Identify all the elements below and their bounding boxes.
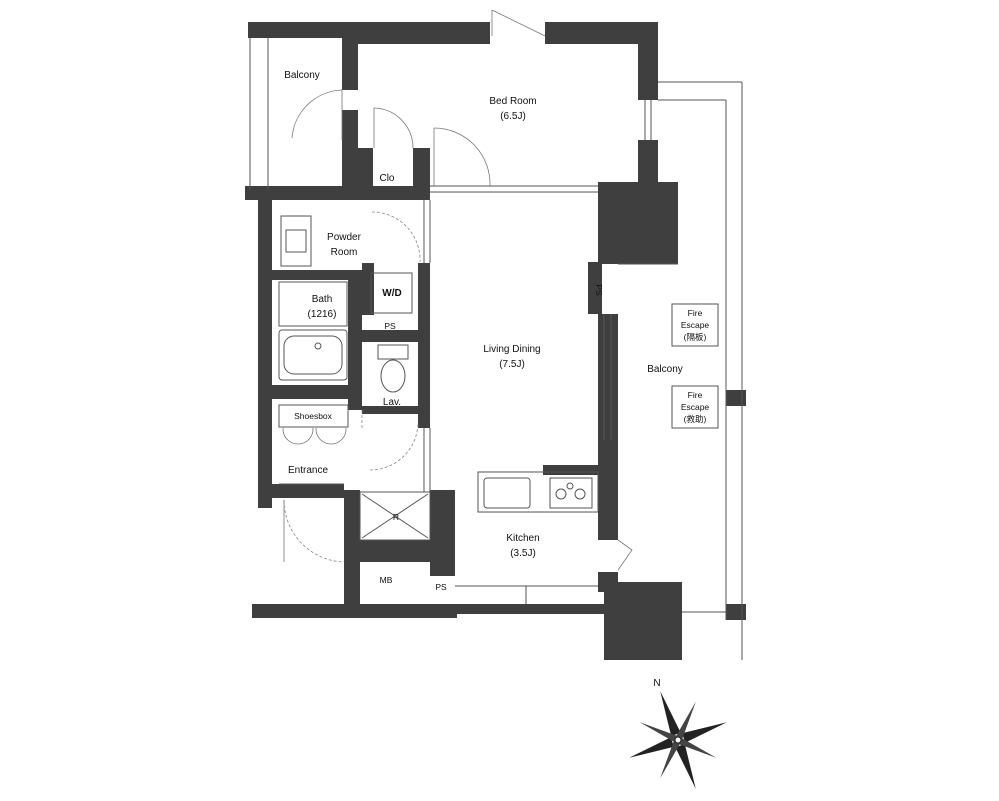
compass-north-point xyxy=(660,691,681,737)
label-balcony-right: Balcony xyxy=(647,364,683,375)
room-labels: Balcony Bed Room (6.5J) Clo Powder Room … xyxy=(284,70,683,592)
fire-escape-1-line3: (隔板) xyxy=(684,332,707,342)
label-powder-room-2: Room xyxy=(331,247,358,258)
label-wd: W/D xyxy=(382,288,401,299)
washer-dryer-fixture xyxy=(370,272,413,314)
walls xyxy=(245,22,746,660)
label-living-dining: Living Dining xyxy=(483,344,540,355)
fire-escape-1-line2: Escape xyxy=(681,320,710,330)
stove xyxy=(549,477,593,509)
label-shoesbox: Shoesbox xyxy=(294,411,333,421)
label-bed-room-size: (6.5J) xyxy=(500,111,526,122)
fire-escape-2-line3: (救助) xyxy=(684,414,707,424)
label-ps-3: PS xyxy=(435,582,447,592)
label-entrance: Entrance xyxy=(288,465,328,476)
label-clo: Clo xyxy=(379,173,394,184)
kitchen-sink xyxy=(483,477,531,509)
label-balcony-top-left: Balcony xyxy=(284,70,320,81)
label-bath-size: (1216) xyxy=(308,309,337,320)
label-ps-1: PS xyxy=(384,321,396,331)
fire-escape-2-line1: Fire xyxy=(688,390,703,400)
toilet-bowl xyxy=(380,359,406,393)
label-kitchen-size: (3.5J) xyxy=(510,548,536,559)
label-powder-room-1: Powder xyxy=(327,232,362,243)
fire-escape-labels: Fire Escape (隔板) Fire Escape (救助) xyxy=(681,308,710,424)
fire-escape-2-line2: Escape xyxy=(681,402,710,412)
label-ps-2: PS xyxy=(594,284,604,296)
label-mb: MB xyxy=(380,575,393,585)
fire-escape-box-2 xyxy=(671,385,719,429)
kitchen-counter xyxy=(477,471,599,513)
fixtures xyxy=(278,215,719,539)
fire-escape-1-line1: Fire xyxy=(688,308,703,318)
thin-lines xyxy=(249,38,743,660)
label-bed-room: Bed Room xyxy=(489,96,536,107)
fire-escape-box-1 xyxy=(671,303,719,347)
door-swings xyxy=(282,9,633,571)
label-refrigerator: R xyxy=(393,512,399,522)
label-living-dining-size: (7.5J) xyxy=(499,359,525,370)
compass-rose xyxy=(629,691,727,789)
bathtub-fixture xyxy=(278,329,348,381)
label-kitchen: Kitchen xyxy=(506,533,539,544)
toilet-tank xyxy=(377,344,409,360)
compass-north-label: N xyxy=(653,678,660,689)
sink-fixture xyxy=(280,215,312,267)
label-lav: Lav. xyxy=(383,397,401,408)
label-bath: Bath xyxy=(312,294,333,305)
